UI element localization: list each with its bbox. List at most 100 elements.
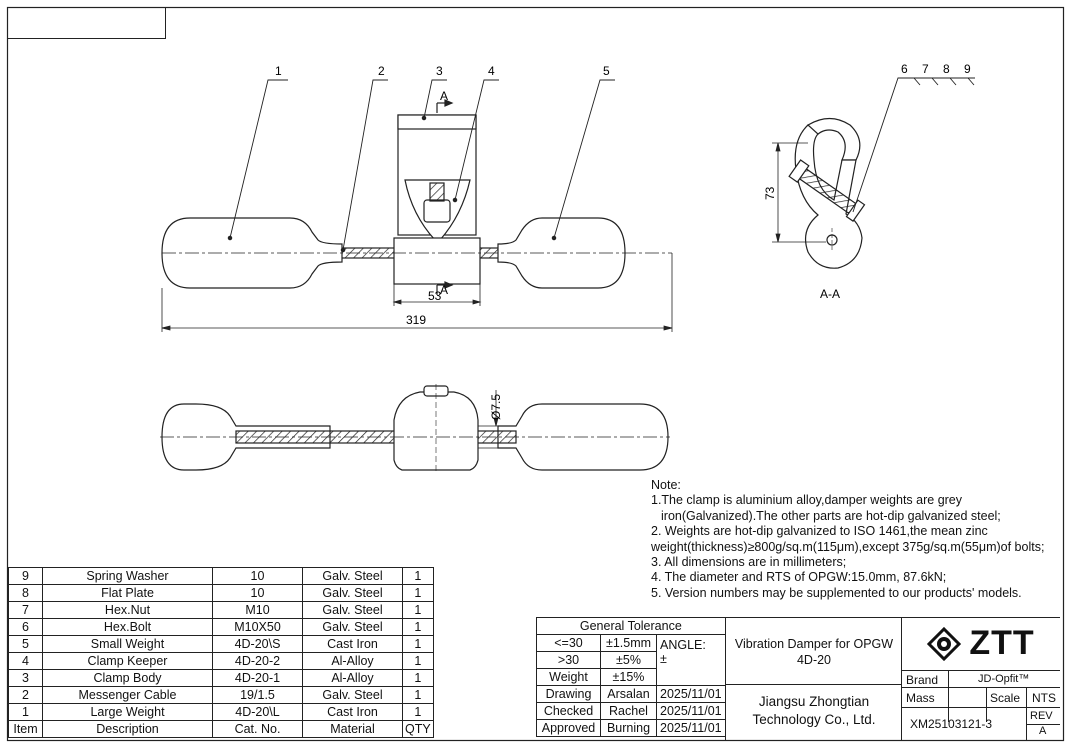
- scale-label: Scale: [990, 691, 1021, 705]
- note-line: 1.The clamp is aluminium alloy,damper we…: [651, 493, 963, 508]
- bom-material: Cast Iron: [302, 703, 403, 721]
- bom-material: Galv. Steel: [302, 686, 403, 704]
- bom-item: 6: [8, 618, 43, 636]
- bom-cat: 4D-20\L: [212, 703, 303, 721]
- dim-cable-diameter: Ø7.5: [489, 394, 503, 420]
- clamp-cap: [397, 114, 477, 130]
- balloon-3: 3: [436, 64, 443, 78]
- bom-header-description: Description: [42, 720, 213, 738]
- brand-label: Brand: [906, 673, 939, 687]
- angle-label: ANGLE:: [660, 638, 706, 652]
- side-view: [788, 117, 866, 269]
- side-bolt: [788, 159, 866, 222]
- bom-description: Clamp Body: [42, 669, 213, 687]
- bom-description: Small Weight: [42, 635, 213, 653]
- leaders-side: [852, 77, 975, 213]
- bom-description: Spring Washer: [42, 567, 213, 585]
- notes: Note: 1.The clamp is aluminium alloy,dam…: [651, 478, 1044, 601]
- note-line: iron(Galvanized).The other parts are hot…: [661, 508, 1001, 523]
- tolerance-table: General Tolerance <=30 ±1.5mm ANGLE:± >3…: [536, 617, 726, 737]
- bom-cat: M10: [212, 601, 303, 619]
- tol-range-2: >30: [536, 651, 601, 669]
- company-name-line2: Technology Co., Ltd.: [752, 712, 876, 727]
- drawing-number: XM25103121-3: [910, 717, 993, 731]
- approval-date: 2025/11/01: [656, 702, 726, 720]
- clamp-base: [393, 237, 481, 285]
- bom-cat: 4D-20\S: [212, 635, 303, 653]
- bom-cat: 19/1.5: [212, 686, 303, 704]
- scale-value: NTS: [1032, 691, 1056, 705]
- approval-name: Burning: [600, 719, 657, 737]
- note-line: 5. Version numbers may be supplemented t…: [651, 585, 1022, 600]
- tol-value-2: ±5%: [600, 651, 657, 669]
- bom-item: 1: [8, 703, 43, 721]
- weight-label: Weight: [536, 668, 601, 686]
- approval-name: Arsalan: [600, 685, 657, 703]
- notes-title: Note:: [651, 478, 681, 492]
- bom-description: Flat Plate: [42, 584, 213, 602]
- approval-role: Approved: [536, 719, 601, 737]
- note-line: 4. The diameter and RTS of OPGW:15.0mm, …: [651, 570, 947, 585]
- bom-cat: M10X50: [212, 618, 303, 636]
- side-upper-hook: [807, 117, 861, 161]
- bom-material: Al-Alloy: [302, 652, 403, 670]
- bom-qty: 1: [402, 601, 434, 619]
- bom-description: Hex.Bolt: [42, 618, 213, 636]
- ztt-logo-icon: [927, 626, 962, 661]
- title-block: Vibration Damper for OPGW 4D-20 Jiangsu …: [725, 617, 902, 740]
- top-view: [160, 384, 670, 474]
- ztt-logo: ZTT: [902, 617, 1060, 670]
- approval-date: 2025/11/01: [656, 719, 726, 737]
- bom-qty: 1: [402, 703, 434, 721]
- mass-label: Mass: [906, 691, 935, 705]
- bom-material: Galv. Steel: [302, 584, 403, 602]
- bom-qty: 1: [402, 618, 434, 636]
- section-mark-top: A: [440, 89, 448, 103]
- bom-header-material: Material: [302, 720, 403, 738]
- balloon-8: 8: [943, 62, 950, 76]
- bom-description: Hex.Nut: [42, 601, 213, 619]
- bom-qty: 1: [402, 584, 434, 602]
- bom-description: Clamp Keeper: [42, 652, 213, 670]
- bom-material: Al-Alloy: [302, 669, 403, 687]
- leaders-front: [227, 79, 615, 253]
- bom-cat: 4D-20-2: [212, 652, 303, 670]
- balloon-5: 5: [603, 64, 610, 78]
- bolt-head: [423, 199, 451, 223]
- dimension-lines-front: [161, 253, 673, 332]
- approval-role: Checked: [536, 702, 601, 720]
- bom-cat: 10: [212, 584, 303, 602]
- bom-header-cat: Cat. No.: [212, 720, 303, 738]
- bom-item: 3: [8, 669, 43, 687]
- front-view: [161, 114, 672, 289]
- balloon-7: 7: [922, 62, 929, 76]
- dim-body-width: 53: [428, 289, 442, 303]
- sheet-border: [6, 6, 1065, 742]
- drawing-model: 4D-20: [796, 653, 832, 667]
- bom-cat: 4D-20-1: [212, 669, 303, 687]
- bom-material: Galv. Steel: [302, 618, 403, 636]
- bom-qty: 1: [402, 652, 434, 670]
- bom-cat: 10: [212, 567, 303, 585]
- bom-header-item: Item: [8, 720, 43, 738]
- bom-item: 7: [8, 601, 43, 619]
- section-marks-front: [436, 99, 454, 295]
- bom-description: Large Weight: [42, 703, 213, 721]
- bom-item: 9: [8, 567, 43, 585]
- tol-range-1: <=30: [536, 634, 601, 652]
- section-mark-bottom: A: [440, 283, 448, 297]
- bom-material: Galv. Steel: [302, 601, 403, 619]
- brand-block: ZTT Brand JD-Opfit™ Mass Scale NTS XM251…: [901, 617, 1060, 740]
- bolt-thread: [429, 182, 445, 202]
- balloon-4: 4: [488, 64, 495, 78]
- bom-description: Messenger Cable: [42, 686, 213, 704]
- balloon-2: 2: [378, 64, 385, 78]
